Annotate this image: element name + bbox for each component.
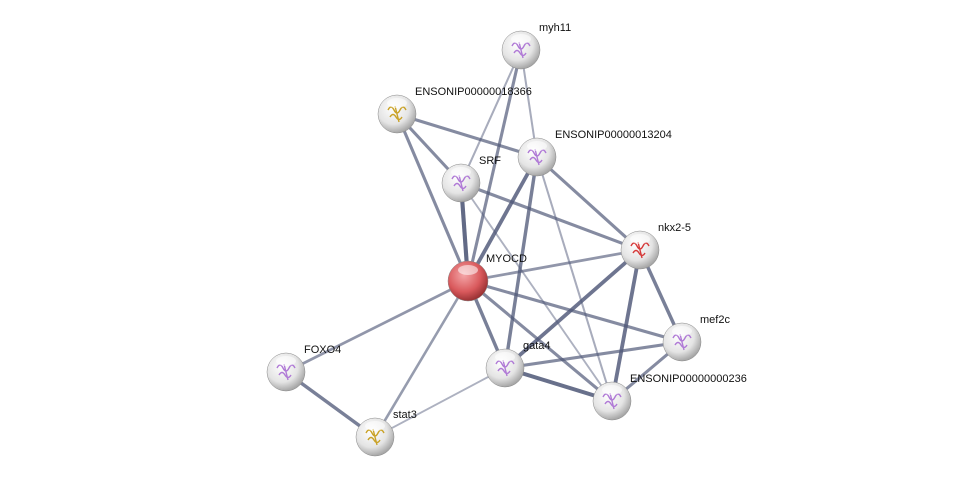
edge-e18366-e13204[interactable] <box>396 112 538 159</box>
node-mef2c[interactable] <box>662 322 702 362</box>
edge-e18366-myocd[interactable] <box>395 113 470 282</box>
node-label-mef2c[interactable]: mef2c <box>700 314 730 326</box>
edge-myocd-mef2c[interactable] <box>467 279 683 344</box>
edge-e13204-e236[interactable] <box>536 156 613 402</box>
edge-myh11-myocd[interactable] <box>466 49 523 282</box>
node-highlight <box>672 326 692 336</box>
edge-e13204-gata4[interactable] <box>503 156 539 369</box>
node-label-e18366[interactable]: ENSONIP00000018366 <box>415 86 532 98</box>
node-highlight <box>387 98 407 108</box>
edge-gata4-stat3[interactable] <box>374 367 506 438</box>
edge-myh11-srf[interactable] <box>460 49 522 184</box>
node-highlight <box>365 421 385 431</box>
node-nkx25[interactable] <box>620 230 660 270</box>
node-highlight <box>495 352 515 362</box>
edge-myocd-foxo4[interactable] <box>285 279 469 374</box>
node-highlight <box>630 234 650 244</box>
node-gata4[interactable] <box>485 348 525 388</box>
node-label-nkx25[interactable]: nkx2-5 <box>658 222 692 234</box>
edge-e13204-myocd[interactable] <box>466 156 539 282</box>
node-highlight <box>602 385 622 395</box>
node-label-stat3[interactable]: stat3 <box>393 409 417 421</box>
node-myh11[interactable] <box>501 30 541 70</box>
node-e18366[interactable] <box>377 94 417 134</box>
node-highlight <box>451 167 471 177</box>
edge-nkx25-gata4[interactable] <box>503 248 642 370</box>
node-highlight <box>511 34 531 44</box>
node-highlight <box>527 141 547 151</box>
edge-myocd-e236[interactable] <box>467 279 613 403</box>
node-e236[interactable] <box>592 381 632 421</box>
edge-srf-nkx25[interactable] <box>460 181 641 252</box>
node-highlight <box>458 265 478 275</box>
edge-srf-e236[interactable] <box>460 182 613 402</box>
node-circle[interactable] <box>447 260 489 302</box>
node-srf[interactable] <box>441 163 481 203</box>
edge-myocd-stat3[interactable] <box>373 280 470 438</box>
node-label-myocd[interactable]: MYOCD <box>486 253 527 265</box>
node-label-srf[interactable]: SRF <box>479 155 501 167</box>
node-e13204[interactable] <box>517 137 557 177</box>
edge-mef2c-gata4[interactable] <box>504 340 683 370</box>
node-label-foxo4[interactable]: FOXO4 <box>304 344 342 356</box>
node-highlight <box>276 356 296 366</box>
node-label-gata4[interactable]: gata4 <box>523 340 551 352</box>
node-foxo4[interactable] <box>266 352 306 392</box>
node-label-e236[interactable]: ENSONIP00000000236 <box>630 373 747 385</box>
edge-nkx25-myocd[interactable] <box>467 248 641 283</box>
edge-e13204-nkx25[interactable] <box>535 155 642 252</box>
node-label-e13204[interactable]: ENSONIP00000013204 <box>555 129 672 141</box>
node-label-myh11[interactable]: myh11 <box>539 22 572 34</box>
node-myocd[interactable] <box>447 260 489 302</box>
node-stat3[interactable] <box>355 417 395 457</box>
